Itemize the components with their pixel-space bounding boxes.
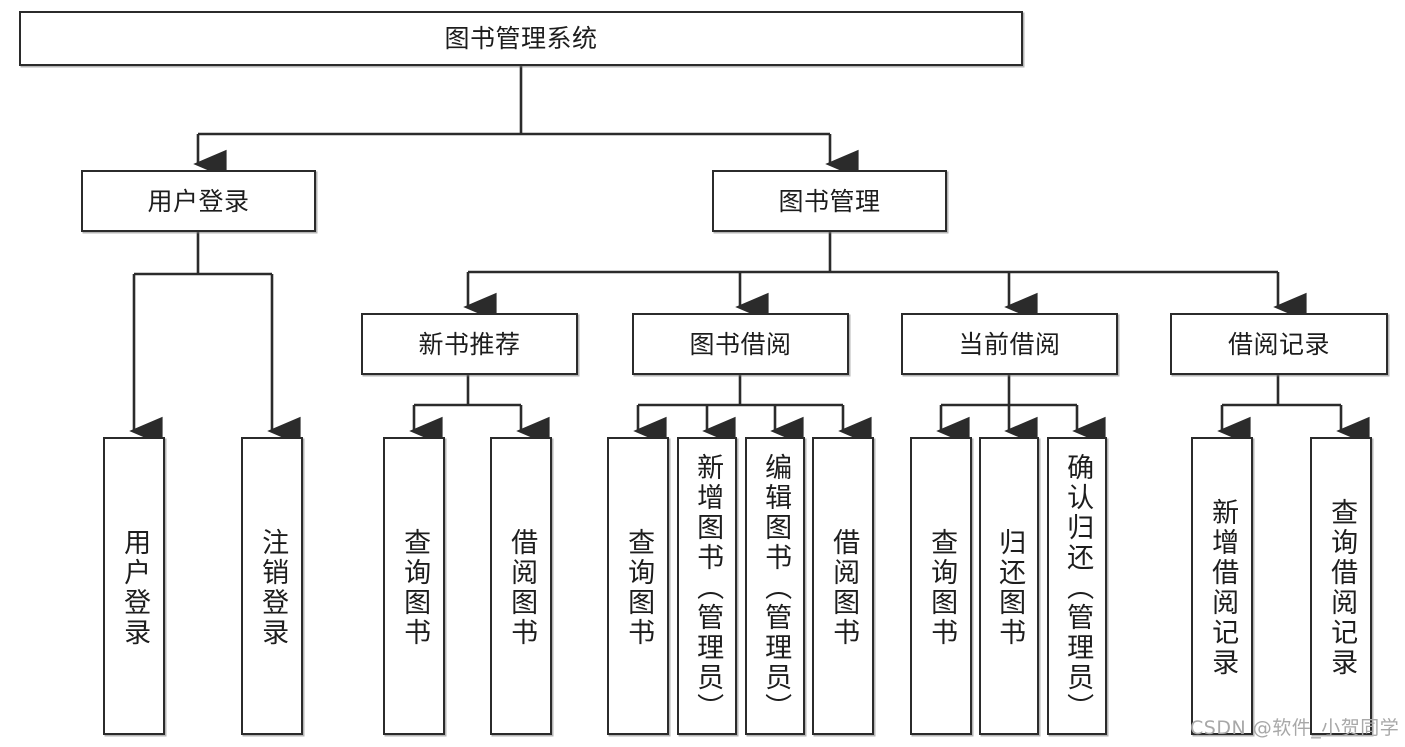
node-label: 查询图书	[623, 528, 655, 648]
leaf-borrow-add-book-admin[interactable]: 新增图书（管理员）	[677, 437, 737, 735]
node-label: 查询图书	[399, 528, 431, 648]
node-label: 用户登录	[147, 186, 250, 216]
node-label: 当前借阅	[958, 329, 1061, 359]
node-label: 新增借阅记录	[1207, 498, 1239, 678]
csdn-watermark: CSDN @软件_小贺同学	[1190, 717, 1400, 739]
node-label: 图书借阅	[689, 329, 792, 359]
node-label: 新增图书（管理员）	[692, 453, 724, 723]
node-label: 编辑图书（管理员）	[760, 453, 792, 723]
leaf-record-query-record[interactable]: 查询借阅记录	[1310, 437, 1372, 735]
leaf-borrow-edit-book-admin[interactable]: 编辑图书（管理员）	[745, 437, 805, 735]
node-label: 用户登录	[119, 528, 151, 648]
node-label: 归还图书	[994, 528, 1026, 648]
node-current-borrow[interactable]: 当前借阅	[901, 313, 1118, 375]
leaf-borrow-borrow-book[interactable]: 借阅图书	[812, 437, 874, 735]
node-new-book-recommend[interactable]: 新书推荐	[361, 313, 578, 375]
node-user-login[interactable]: 用户登录	[81, 170, 316, 232]
node-label: 查询借阅记录	[1326, 498, 1358, 678]
leaf-current-return-book[interactable]: 归还图书	[979, 437, 1039, 735]
leaf-recommend-borrow-book[interactable]: 借阅图书	[490, 437, 552, 735]
node-label: 借阅记录	[1227, 329, 1330, 359]
node-label: 借阅图书	[506, 528, 538, 648]
node-root-system[interactable]: 图书管理系统	[19, 11, 1023, 66]
leaf-record-add-record[interactable]: 新增借阅记录	[1191, 437, 1253, 735]
node-label: 借阅图书	[828, 528, 860, 648]
node-label: 注销登录	[257, 528, 289, 648]
node-borrow-record[interactable]: 借阅记录	[1170, 313, 1388, 375]
node-label: 确认归还（管理员）	[1062, 453, 1094, 723]
leaf-user-login[interactable]: 用户登录	[103, 437, 165, 735]
node-label: 新书推荐	[418, 329, 521, 359]
node-book-borrow[interactable]: 图书借阅	[632, 313, 849, 375]
node-label: 图书管理系统	[444, 24, 598, 53]
leaf-borrow-query-book[interactable]: 查询图书	[607, 437, 669, 735]
leaf-current-confirm-return-admin[interactable]: 确认归还（管理员）	[1047, 437, 1107, 735]
leaf-logout-login[interactable]: 注销登录	[241, 437, 303, 735]
leaf-recommend-query-book[interactable]: 查询图书	[383, 437, 445, 735]
node-label: 图书管理	[778, 186, 881, 216]
node-label: 查询图书	[926, 528, 958, 648]
node-book-management[interactable]: 图书管理	[712, 170, 947, 232]
leaf-current-query-book[interactable]: 查询图书	[910, 437, 972, 735]
